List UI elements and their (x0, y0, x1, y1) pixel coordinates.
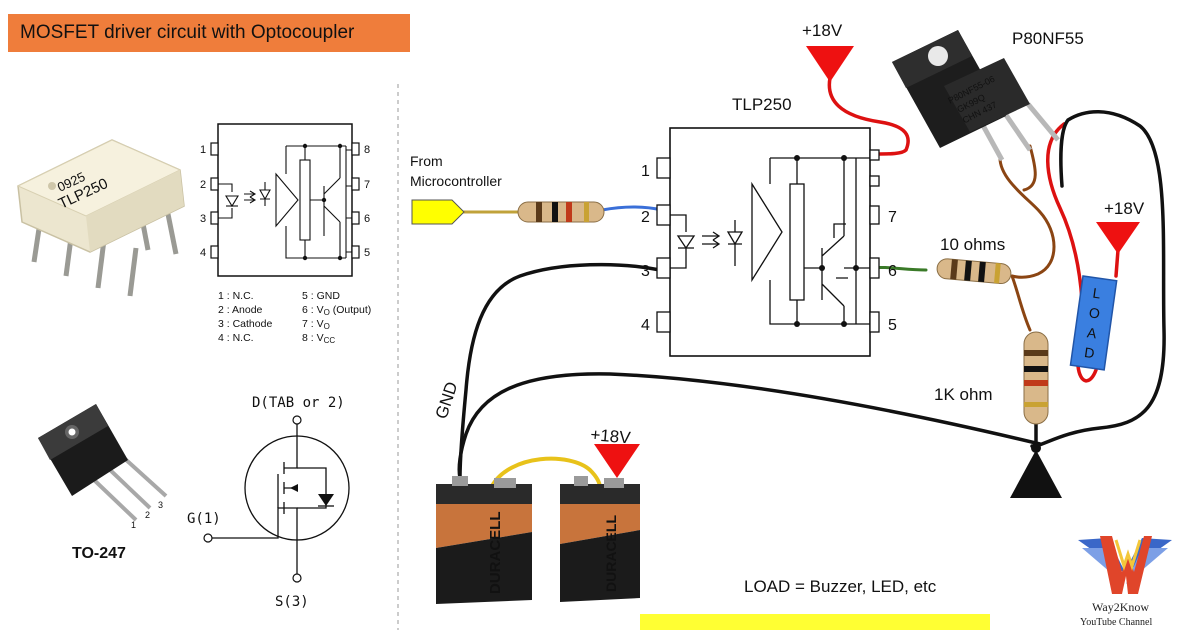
wire-vcc-red (827, 76, 910, 156)
to247-pin-3: 3 (158, 500, 163, 510)
wire-battery-link (490, 456, 602, 490)
pinout-pin-6: 6 (364, 213, 370, 225)
bottom-highlight-band (640, 614, 990, 630)
to247-transistor-photo: 1 2 3 TO-247 (38, 404, 168, 562)
gate-resistor-label: 10 ohms (940, 235, 1005, 254)
way2know-logo: Way2Know YouTube Channel (1078, 536, 1172, 628)
wire-gnd-main (457, 372, 1042, 480)
wire-input-blue (600, 205, 664, 212)
ground-symbol (1010, 450, 1062, 498)
tlp250-pinout-diagram: 1 2 3 4 8 7 6 5 1 : N.C. 2 : Anode (200, 123, 371, 345)
pinout-package (217, 123, 353, 277)
from-label-line1: From (410, 153, 443, 169)
tlp250-pin-4: 4 (641, 317, 650, 334)
mosfet-source-label: S(3) (275, 594, 309, 610)
pinout-pin-8: 8 (364, 144, 370, 156)
p80nf55-photo: P80NF55-06 GK99Q CHN 437 (892, 30, 1060, 162)
to247-label: TO-247 (72, 545, 126, 562)
legend-pin-6: 6 : VO (Output) (302, 304, 371, 317)
tlp250-pin-6: 6 (888, 263, 897, 280)
wire-gate-brown (998, 156, 1056, 279)
supply-arrow-top (806, 46, 854, 82)
pulldown-resistor-label: 1K ohm (934, 385, 993, 404)
tlp250-pin-7: 7 (888, 209, 897, 226)
mosfet-part-label: P80NF55 (1012, 29, 1084, 48)
legend-pin-4: 4 : N.C. (218, 332, 254, 344)
pinout-pin-2: 2 (200, 179, 206, 191)
wire-gnd-cathode (458, 262, 662, 480)
legend-pin-1: 1 : N.C. (218, 290, 254, 302)
mosfet-gate-label: G(1) (187, 511, 221, 527)
tlp250-label: TLP250 (732, 95, 792, 114)
load-letter-l: L (1092, 285, 1102, 302)
pinout-pin-3: 3 (200, 213, 206, 225)
supply-load-label: +18V (1104, 199, 1145, 218)
pinout-pin-5: 5 (364, 247, 370, 259)
from-label-line2: Microcontroller (410, 173, 502, 189)
wire-source-black (1030, 110, 1166, 448)
load-box: L O A D (1069, 275, 1118, 371)
legend-pin-8: 8 : VCC (302, 332, 335, 345)
battery-left-brand: DURACELL (487, 512, 504, 595)
supply-battery-label: +18V (590, 425, 632, 447)
battery-left: DURACELL (436, 476, 532, 604)
input-resistor (517, 201, 605, 223)
supply-arrow-load (1096, 222, 1140, 254)
battery-right-brand: DURACELL (603, 515, 619, 592)
load-letter-o: O (1088, 304, 1101, 321)
legend-pin-5: 5 : GND (302, 290, 340, 302)
battery-right: DURACELL (560, 476, 640, 602)
load-letter-d: D (1083, 344, 1095, 361)
title-banner: MOSFET driver circuit with Optocoupler (8, 14, 410, 52)
page-title: MOSFET driver circuit with Optocoupler (20, 22, 355, 43)
ground-junction (1031, 443, 1041, 453)
to247-pin-2: 2 (145, 510, 150, 520)
pulldown-resistor (1023, 331, 1049, 425)
tlp250-circuit-block: 1 2 3 4 7 6 5 TLP250 (641, 95, 897, 357)
to247-pin-1: 1 (131, 520, 136, 530)
load-letter-a: A (1086, 324, 1098, 341)
input-flag-yellow (411, 199, 465, 225)
legend-pin-7: 7 : VO (302, 318, 330, 331)
tlp250-pin-1: 1 (641, 163, 650, 180)
pinout-pin-7: 7 (364, 179, 370, 191)
logo-name: Way2Know (1092, 600, 1149, 614)
supply-arrow-battery (594, 444, 640, 478)
supply-top-label: +18V (802, 21, 843, 40)
gnd-label: GND (432, 379, 462, 421)
tlp250-chip-photo: 0925 TLP250 (16, 139, 185, 297)
gate-resistor (936, 258, 1012, 285)
legend-pin-3: 3 : Cathode (218, 318, 272, 330)
legend-pin-2: 2 : Anode (218, 304, 263, 316)
tlp250-pin-2: 2 (641, 209, 650, 226)
tlp250-pin-3: 3 (641, 263, 650, 280)
tlp250-pin-5: 5 (888, 317, 897, 334)
load-note: LOAD = Buzzer, LED, etc (744, 577, 937, 596)
pinout-internal-circuit (218, 145, 352, 259)
tlp250-internal-circuit (670, 157, 870, 325)
mosfet-drain-label: D(TAB or 2) (252, 395, 345, 411)
pinout-pin-1: 1 (200, 144, 206, 156)
pinout-pin-4: 4 (200, 247, 206, 259)
mosfet-symbol: D(TAB or 2) G(1) S(3) (187, 395, 350, 610)
logo-subtitle: YouTube Channel (1080, 617, 1152, 628)
